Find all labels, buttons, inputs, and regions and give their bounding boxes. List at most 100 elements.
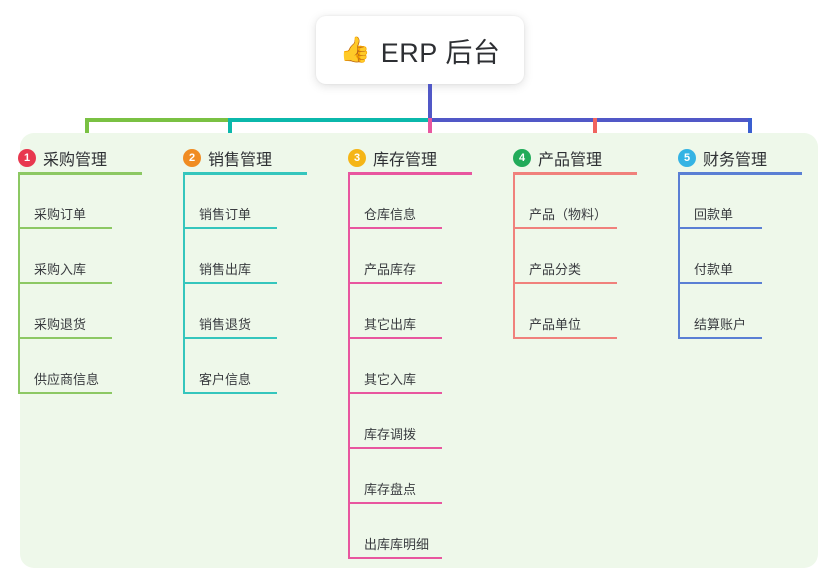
leaf-item-label: 采购入库 <box>34 262 87 277</box>
leaf-item[interactable]: 产品分类 <box>513 258 617 284</box>
column-spine-inventory <box>348 175 350 559</box>
leaf-item-label: 其它入库 <box>364 372 417 387</box>
leaf-item-label: 仓库信息 <box>364 207 417 222</box>
leaf-item-rule <box>513 337 617 339</box>
column-badge-sales: 2 <box>183 149 201 167</box>
leaf-item-rule <box>348 282 442 284</box>
root-node-title: ERP 后台 <box>380 37 501 68</box>
leaf-item-rule <box>678 282 762 284</box>
leaf-item-label: 产品（物料） <box>529 207 608 222</box>
leaf-item-rule <box>678 337 762 339</box>
column-spine-sales <box>183 175 185 394</box>
leaf-item-label: 销售退货 <box>199 317 252 332</box>
leaf-item-label: 产品库存 <box>364 262 417 277</box>
column-title-finance: 财务管理 <box>703 152 768 169</box>
leaf-item-rule <box>18 337 112 339</box>
column-header-sales[interactable]: 2 销售管理 <box>183 146 272 170</box>
leaf-item-label: 产品单位 <box>529 317 582 332</box>
leaf-item-label: 销售订单 <box>199 207 252 222</box>
column-rule-finance <box>678 172 802 175</box>
column-title-sales: 销售管理 <box>208 152 273 169</box>
column-rule-inventory <box>348 172 472 175</box>
column-spine-product <box>513 175 515 339</box>
leaf-item[interactable]: 采购入库 <box>18 258 112 284</box>
column-spine-finance <box>678 175 680 339</box>
leaf-item-label: 销售出库 <box>199 262 252 277</box>
leaf-item-rule <box>183 282 277 284</box>
leaf-item-rule <box>348 557 442 559</box>
leaf-item-rule <box>183 337 277 339</box>
bus-drop-purchase <box>85 118 89 140</box>
bus-drop-inventory <box>428 118 432 140</box>
leaf-item[interactable]: 产品单位 <box>513 313 617 339</box>
leaf-item[interactable]: 结算账户 <box>678 313 762 339</box>
column-badge-purchase: 1 <box>18 149 36 167</box>
root-stem-connector <box>428 84 432 120</box>
leaf-item[interactable]: 仓库信息 <box>348 203 442 229</box>
leaf-item-rule <box>678 227 762 229</box>
leaf-item[interactable]: 销售订单 <box>183 203 277 229</box>
leaf-item-label: 其它出库 <box>364 317 417 332</box>
leaf-item-rule <box>183 227 277 229</box>
column-title-purchase: 采购管理 <box>43 152 108 169</box>
leaf-item[interactable]: 库存盘点 <box>348 478 442 504</box>
diagram-panel <box>20 133 818 568</box>
thumbs-up-icon: 👍 <box>339 35 371 64</box>
leaf-item-label: 付款单 <box>694 262 734 277</box>
leaf-item[interactable]: 销售出库 <box>183 258 277 284</box>
column-header-inventory[interactable]: 3 库存管理 <box>348 146 437 170</box>
leaf-item[interactable]: 采购退货 <box>18 313 112 339</box>
leaf-item-rule <box>348 447 442 449</box>
column-badge-product: 4 <box>513 149 531 167</box>
column-rule-product <box>513 172 637 175</box>
leaf-item-label: 采购订单 <box>34 207 87 222</box>
leaf-item[interactable]: 产品库存 <box>348 258 442 284</box>
column-badge-inventory: 3 <box>348 149 366 167</box>
leaf-item[interactable]: 库存调拨 <box>348 423 442 449</box>
column-title-product: 产品管理 <box>538 152 603 169</box>
leaf-item-rule <box>348 502 442 504</box>
leaf-item-label: 库存盘点 <box>364 482 417 497</box>
leaf-item[interactable]: 出库库明细 <box>348 533 442 559</box>
leaf-item[interactable]: 客户信息 <box>183 368 277 394</box>
column-rule-purchase <box>18 172 142 175</box>
leaf-item-rule <box>513 227 617 229</box>
column-header-purchase[interactable]: 1 采购管理 <box>18 146 107 170</box>
column-title-inventory: 库存管理 <box>373 152 438 169</box>
column-badge-finance: 5 <box>678 149 696 167</box>
leaf-item-label: 采购退货 <box>34 317 87 332</box>
leaf-item-label: 产品分类 <box>529 262 582 277</box>
bus-segment-teal <box>230 118 430 122</box>
leaf-item[interactable]: 采购订单 <box>18 203 112 229</box>
leaf-item-label: 结算账户 <box>694 317 747 332</box>
leaf-item[interactable]: 销售退货 <box>183 313 277 339</box>
root-node-card[interactable]: 👍 ERP 后台 <box>316 16 524 84</box>
column-header-product[interactable]: 4 产品管理 <box>513 146 602 170</box>
leaf-item[interactable]: 其它出库 <box>348 313 442 339</box>
column-spine-purchase <box>18 175 20 394</box>
column-header-finance[interactable]: 5 财务管理 <box>678 146 767 170</box>
bus-drop-product <box>593 118 597 140</box>
leaf-item-rule <box>18 227 112 229</box>
leaf-item[interactable]: 其它入库 <box>348 368 442 394</box>
leaf-item[interactable]: 产品（物料） <box>513 203 617 229</box>
leaf-item-rule <box>348 337 442 339</box>
column-rule-sales <box>183 172 307 175</box>
bus-segment-indigo <box>430 118 752 122</box>
leaf-item-label: 出库库明细 <box>364 537 430 552</box>
bus-drop-finance <box>748 118 752 140</box>
leaf-item-rule <box>183 392 277 394</box>
leaf-item[interactable]: 回款单 <box>678 203 762 229</box>
leaf-item-rule <box>348 392 442 394</box>
leaf-item-label: 库存调拨 <box>364 427 417 442</box>
leaf-item[interactable]: 供应商信息 <box>18 368 112 394</box>
leaf-item-label: 供应商信息 <box>34 372 100 387</box>
leaf-item-rule <box>513 282 617 284</box>
bus-drop-sales <box>228 118 232 140</box>
leaf-item-label: 客户信息 <box>199 372 252 387</box>
leaf-item-rule <box>348 227 442 229</box>
leaf-item-rule <box>18 392 112 394</box>
bus-segment-green <box>85 118 230 122</box>
leaf-item-rule <box>18 282 112 284</box>
leaf-item[interactable]: 付款单 <box>678 258 762 284</box>
